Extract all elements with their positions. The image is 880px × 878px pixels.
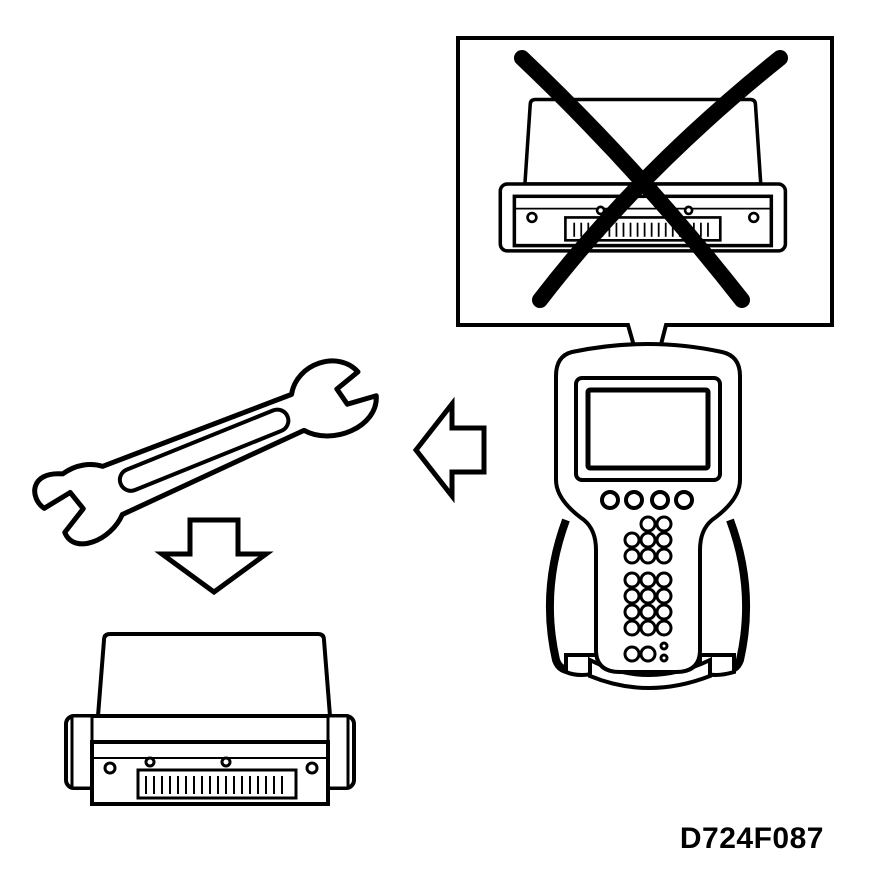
cross-mark-icon xyxy=(514,50,788,308)
new-ecu-module-icon xyxy=(64,632,356,806)
wrench-icon xyxy=(32,358,379,547)
arrow-left-icon xyxy=(412,396,487,504)
arrow-down-icon xyxy=(154,517,274,596)
figure-code-label: D724F087 xyxy=(679,822,824,855)
scan-tool-icon xyxy=(545,342,751,690)
